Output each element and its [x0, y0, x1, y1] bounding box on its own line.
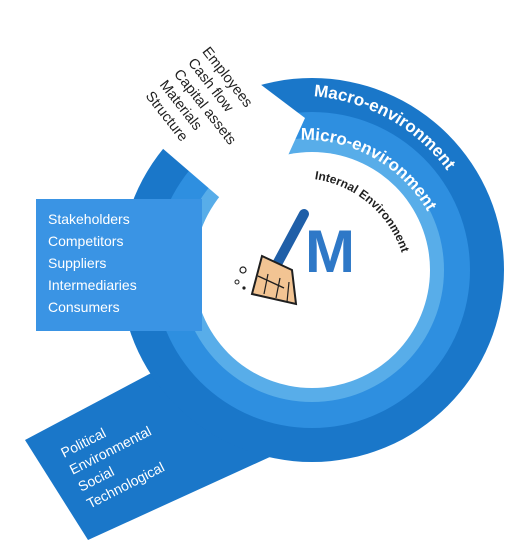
micro-factor: Stakeholders [48, 211, 130, 227]
micro-factor: Suppliers [48, 255, 106, 271]
broom-icon [234, 209, 309, 306]
micro-factor: Intermediaries [48, 277, 137, 293]
internal-card [118, 20, 305, 228]
logo-letter: M [305, 218, 355, 285]
micro-factors-list: Stakeholders Competitors Suppliers Inter… [48, 211, 141, 315]
logo: M [234, 209, 355, 306]
micro-factor: Consumers [48, 299, 120, 315]
micro-factor: Competitors [48, 233, 123, 249]
micro-box [36, 199, 202, 331]
